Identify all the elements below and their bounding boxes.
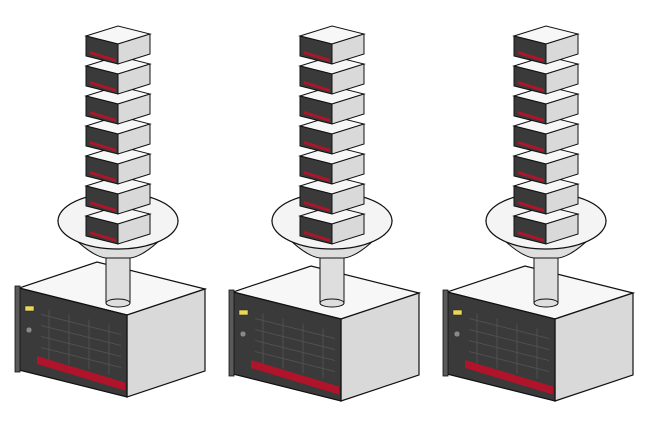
vent-line	[468, 329, 550, 350]
led-indicator	[24, 305, 35, 312]
funnel-stem	[319, 250, 345, 304]
vent-line	[468, 318, 550, 339]
funnel-stem	[105, 250, 131, 304]
server-accent-strip	[90, 171, 116, 182]
small-server-7	[84, 205, 152, 245]
small-server-5	[298, 145, 366, 185]
server-accent-strip	[518, 141, 544, 152]
server-side-face	[117, 63, 151, 95]
server-side-face	[545, 123, 579, 155]
server-accent-strip	[518, 81, 544, 92]
small-server-6	[512, 175, 580, 215]
rack-ear-left	[14, 285, 21, 373]
small-server-2	[84, 55, 152, 95]
funnel-stem-bottom	[533, 298, 559, 308]
large-server-accent-strip	[37, 356, 125, 391]
funnel-stem-bottom	[319, 298, 345, 308]
server-accent-strip	[518, 111, 544, 122]
small-server-3	[298, 85, 366, 125]
small-server-3	[84, 85, 152, 125]
power-button	[239, 330, 247, 338]
server-accent-strip	[304, 231, 330, 242]
server-side-face	[331, 213, 365, 245]
power-button	[25, 326, 33, 334]
server-accent-strip	[518, 171, 544, 182]
vent-line	[254, 329, 336, 350]
led-indicator	[238, 309, 249, 316]
vent-line	[254, 318, 336, 339]
server-side-face	[117, 183, 151, 215]
server-side-face	[117, 33, 151, 65]
small-server-1	[298, 25, 366, 65]
rack-ear-left	[442, 289, 449, 377]
server-accent-strip	[518, 51, 544, 62]
server-accent-strip	[90, 231, 116, 242]
small-server-2	[512, 55, 580, 95]
small-server-3	[512, 85, 580, 125]
server-accent-strip	[90, 51, 116, 62]
large-server-accent-strip	[465, 360, 553, 395]
small-server-4	[298, 115, 366, 155]
small-server-1	[84, 25, 152, 65]
server-accent-strip	[304, 201, 330, 212]
vent-line	[254, 351, 336, 372]
server-side-face	[117, 153, 151, 185]
server-side-face	[331, 63, 365, 95]
server-accent-strip	[90, 111, 116, 122]
server-group-3	[442, 25, 636, 402]
funnel-stem	[533, 250, 559, 304]
server-side-face	[331, 123, 365, 155]
vent-line	[40, 314, 122, 335]
server-accent-strip	[304, 81, 330, 92]
vent-line	[468, 351, 550, 372]
server-accent-strip	[304, 51, 330, 62]
server-group-1	[14, 25, 208, 398]
server-accent-strip	[518, 231, 544, 242]
small-server-7	[512, 205, 580, 245]
server-side-face	[545, 183, 579, 215]
server-side-face	[117, 93, 151, 125]
server-side-face	[331, 33, 365, 65]
server-side-face	[331, 153, 365, 185]
server-accent-strip	[304, 111, 330, 122]
power-button	[453, 330, 461, 338]
funnel-stem-bottom	[105, 298, 131, 308]
server-accent-strip	[304, 141, 330, 152]
server-side-face	[117, 123, 151, 155]
vent-line	[254, 340, 336, 361]
small-server-1	[512, 25, 580, 65]
server-accent-strip	[518, 201, 544, 212]
rack-ear-left	[228, 289, 235, 377]
server-side-face	[545, 33, 579, 65]
server-accent-strip	[90, 201, 116, 212]
large-server	[228, 265, 422, 402]
server-side-face	[545, 153, 579, 185]
small-server-6	[84, 175, 152, 215]
server-group-2	[228, 25, 422, 402]
server-side-face	[545, 93, 579, 125]
server-accent-strip	[90, 81, 116, 92]
small-server-4	[84, 115, 152, 155]
server-side-face	[331, 183, 365, 215]
small-server-4	[512, 115, 580, 155]
vent-line	[40, 336, 122, 357]
server-side-face	[545, 213, 579, 245]
vent-line	[40, 347, 122, 368]
small-server-6	[298, 175, 366, 215]
server-accent-strip	[304, 171, 330, 182]
small-server-5	[84, 145, 152, 185]
server-side-face	[331, 93, 365, 125]
vent-line	[468, 340, 550, 361]
large-server	[14, 261, 208, 398]
small-server-2	[298, 55, 366, 95]
server-side-face	[545, 63, 579, 95]
server-side-face	[117, 213, 151, 245]
server-accent-strip	[90, 141, 116, 152]
large-server-accent-strip	[251, 360, 339, 395]
led-indicator	[452, 309, 463, 316]
vent-line	[40, 325, 122, 346]
